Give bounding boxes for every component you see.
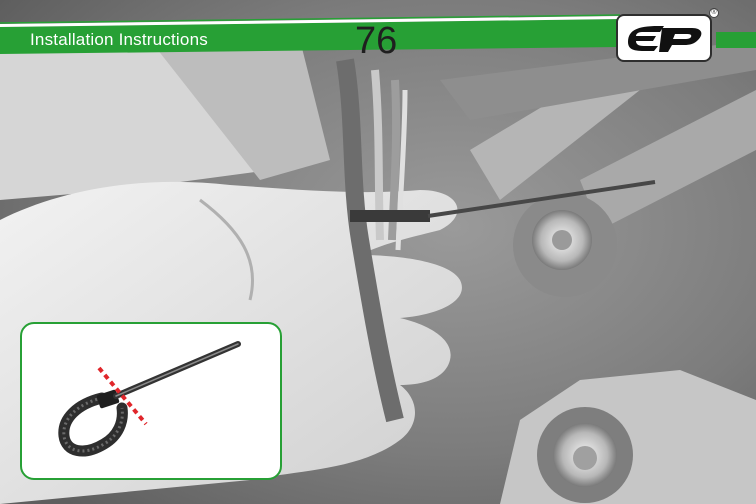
header-title: Installation Instructions	[30, 30, 208, 50]
cable-tie-inset	[20, 322, 282, 480]
registered-mark: ®	[709, 8, 719, 18]
cable-tie-loop	[64, 398, 123, 451]
cable-tie-cut-diagram	[22, 324, 280, 478]
page-number: 76	[355, 22, 397, 60]
cable-tie-head	[96, 389, 119, 408]
ep-logo	[616, 14, 712, 62]
installed-cable-tie	[350, 210, 430, 222]
